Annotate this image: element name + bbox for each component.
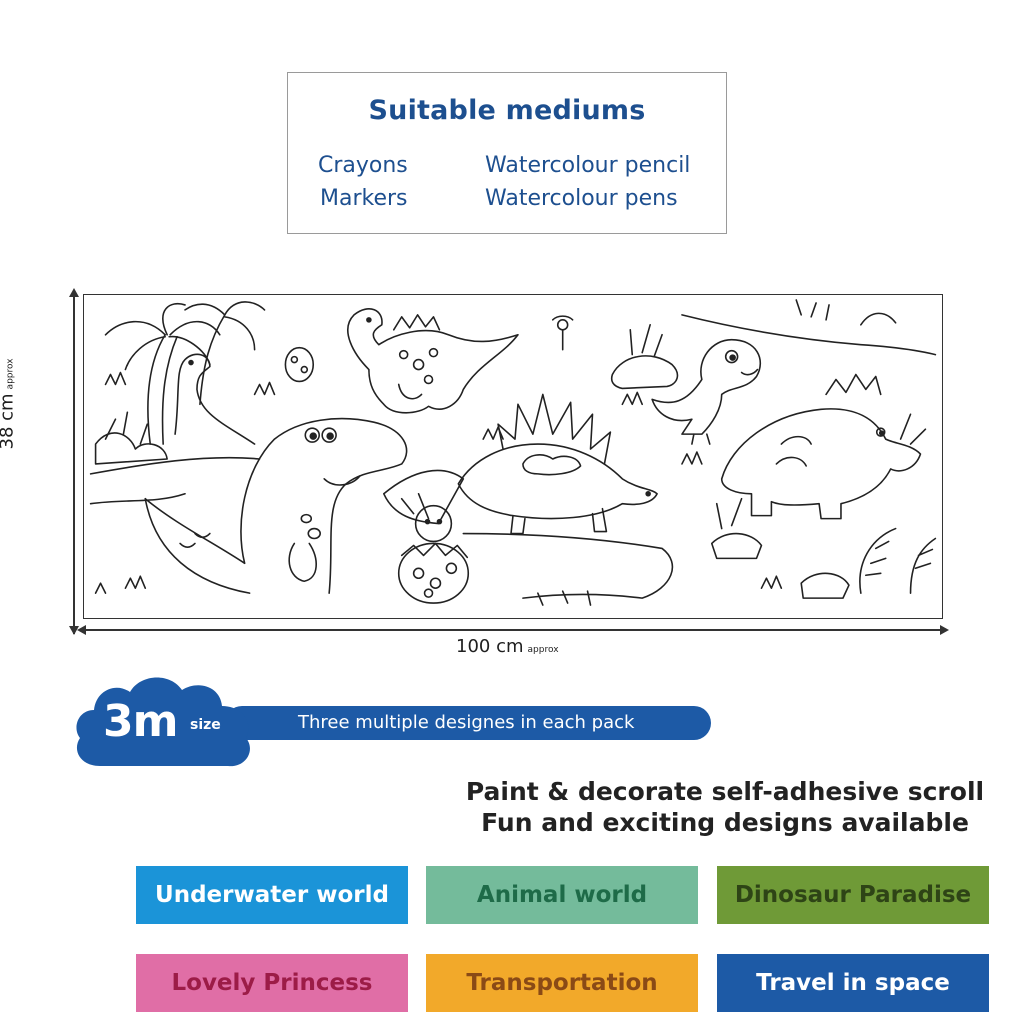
tagline-line-1: Paint & decorate self-adhesive scroll: [465, 777, 985, 806]
design-tile-underwater-world: Underwater world: [136, 866, 408, 924]
mediums-box: Suitable mediums Crayons Watercolour pen…: [287, 72, 727, 234]
arrow-right-icon: [940, 625, 949, 635]
design-tile-transportation: Transportation: [426, 954, 698, 1012]
size-badge-suffix: size: [190, 717, 221, 733]
medium-item: Watercolour pens: [485, 186, 678, 211]
design-tile-travel-in-space: Travel in space: [717, 954, 989, 1012]
design-tile-lovely-princess: Lovely Princess: [136, 954, 408, 1012]
mediums-title: Suitable mediums: [368, 95, 646, 126]
dinosaur-line-art: [89, 299, 937, 606]
medium-item: Watercolour pencil: [485, 153, 691, 178]
tagline-line-2: Fun and exciting designs available: [481, 808, 969, 837]
width-dimension-line: [83, 629, 943, 631]
size-badge-value: 3m: [103, 696, 178, 747]
coloring-scroll-illustration: [83, 294, 943, 619]
design-tile-animal-world: Animal world: [426, 866, 698, 924]
height-dimension-line: [73, 294, 75, 634]
medium-item: Markers: [320, 186, 408, 211]
arrow-up-icon: [69, 288, 79, 297]
height-label: 38 cmapprox: [0, 358, 18, 450]
arrow-down-icon: [69, 626, 79, 635]
design-tile-dinosaur-paradise: Dinosaur Paradise: [717, 866, 989, 924]
pack-info-text: Three multiple designes in each pack: [298, 712, 635, 733]
medium-item: Crayons: [318, 153, 408, 178]
pack-info-banner: [225, 706, 711, 740]
cloud-badge-icon: [70, 668, 256, 776]
arrow-left-icon: [77, 625, 86, 635]
